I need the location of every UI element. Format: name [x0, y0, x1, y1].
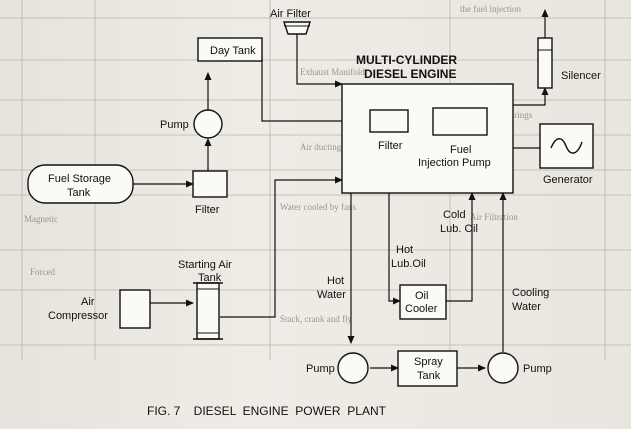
silencer-label: Silencer	[561, 70, 601, 82]
spray-tank-label2: Tank	[417, 370, 441, 382]
air-line-tank-engine	[220, 176, 343, 318]
fuel-filter-box	[192, 170, 228, 198]
spray-tank-label1: Spray	[414, 356, 443, 368]
fuel-storage-tank	[27, 164, 134, 204]
hot-water-label2: Water	[317, 289, 346, 301]
figure-caption: FIG. 7 DIESEL ENGINE POWER PLANT	[147, 404, 387, 418]
air-filter-label: Air Filter	[270, 8, 311, 20]
fuel-injection-pump-box	[432, 107, 488, 136]
oil-line-hot	[388, 193, 401, 305]
fuel-line-daytank-filter	[261, 54, 371, 125]
generator-label: Generator	[543, 174, 593, 186]
cooling-water-pump-label: Pump	[523, 363, 552, 375]
ghost-text: Air Filtration	[470, 212, 518, 222]
ghost-text: Forced	[30, 267, 55, 277]
day-tank-box	[197, 37, 263, 62]
oil-cooler-box	[399, 284, 447, 320]
air-compressor-label2: Compressor	[48, 310, 108, 322]
silencer	[537, 37, 553, 89]
fuel-pump-label: Pump	[160, 119, 189, 131]
hot-water-pump-label: Pump	[306, 363, 335, 375]
hot-water-label1: Hot	[327, 275, 344, 287]
ghost-text: Stack, crank and fly	[280, 314, 352, 324]
ghost-text: Air ducting	[300, 142, 342, 152]
generator	[539, 123, 594, 169]
oil-line-cold	[446, 192, 476, 302]
engine-filter-label: Filter	[378, 140, 403, 152]
cold-lub-oil-label2: Lub. Oil	[440, 223, 478, 235]
engine-filter-box	[369, 109, 409, 133]
spray-tank-box	[397, 350, 458, 387]
starting-air-label2: Tank	[198, 272, 222, 284]
air-filter-top	[283, 21, 311, 38]
starting-air-tank	[193, 282, 223, 340]
fuel-injection-label2: Injection Pump	[418, 157, 491, 169]
fuel-pump-circle	[193, 109, 223, 139]
air-compressor-box	[119, 289, 151, 329]
starting-air-label1: Starting Air	[178, 259, 232, 271]
oil-cooler-label2: Cooler	[405, 303, 438, 315]
cold-lub-oil-label1: Cold	[443, 209, 466, 221]
exhaust-line-engine-silencer	[513, 87, 549, 106]
day-tank-label: Day Tank	[210, 45, 256, 57]
ghost-text: Exhaust Manifold	[300, 67, 365, 77]
ghost-text: Water cooled by fans	[280, 202, 356, 212]
fuel-filter-label: Filter	[195, 204, 220, 216]
cooling-water-label1: Cooling	[512, 287, 549, 299]
hot-water-pump-circle	[337, 352, 369, 384]
air-line-filter-engine	[296, 37, 343, 88]
fuel-storage-label1: Fuel Storage	[48, 173, 111, 185]
air-compressor-label1: Air	[81, 296, 95, 308]
fuel-storage-label2: Tank	[67, 187, 91, 199]
hot-lub-oil-label1: Hot	[396, 244, 413, 256]
ghost-text: Magnetic	[24, 214, 58, 224]
diesel-engine-box	[341, 83, 514, 194]
ghost-text: the fuel injection	[460, 4, 521, 14]
engine-title-line2: DIESEL ENGINE	[364, 67, 456, 81]
oil-cooler-label1: Oil	[415, 290, 428, 302]
hot-lub-oil-label2: Lub.Oil	[391, 258, 426, 270]
cooling-water-label2: Water	[512, 301, 541, 313]
fuel-injection-label1: Fuel	[450, 144, 471, 156]
cooling-water-pump-circle	[487, 352, 519, 384]
engine-title-line1: MULTI-CYLINDER	[356, 53, 457, 67]
